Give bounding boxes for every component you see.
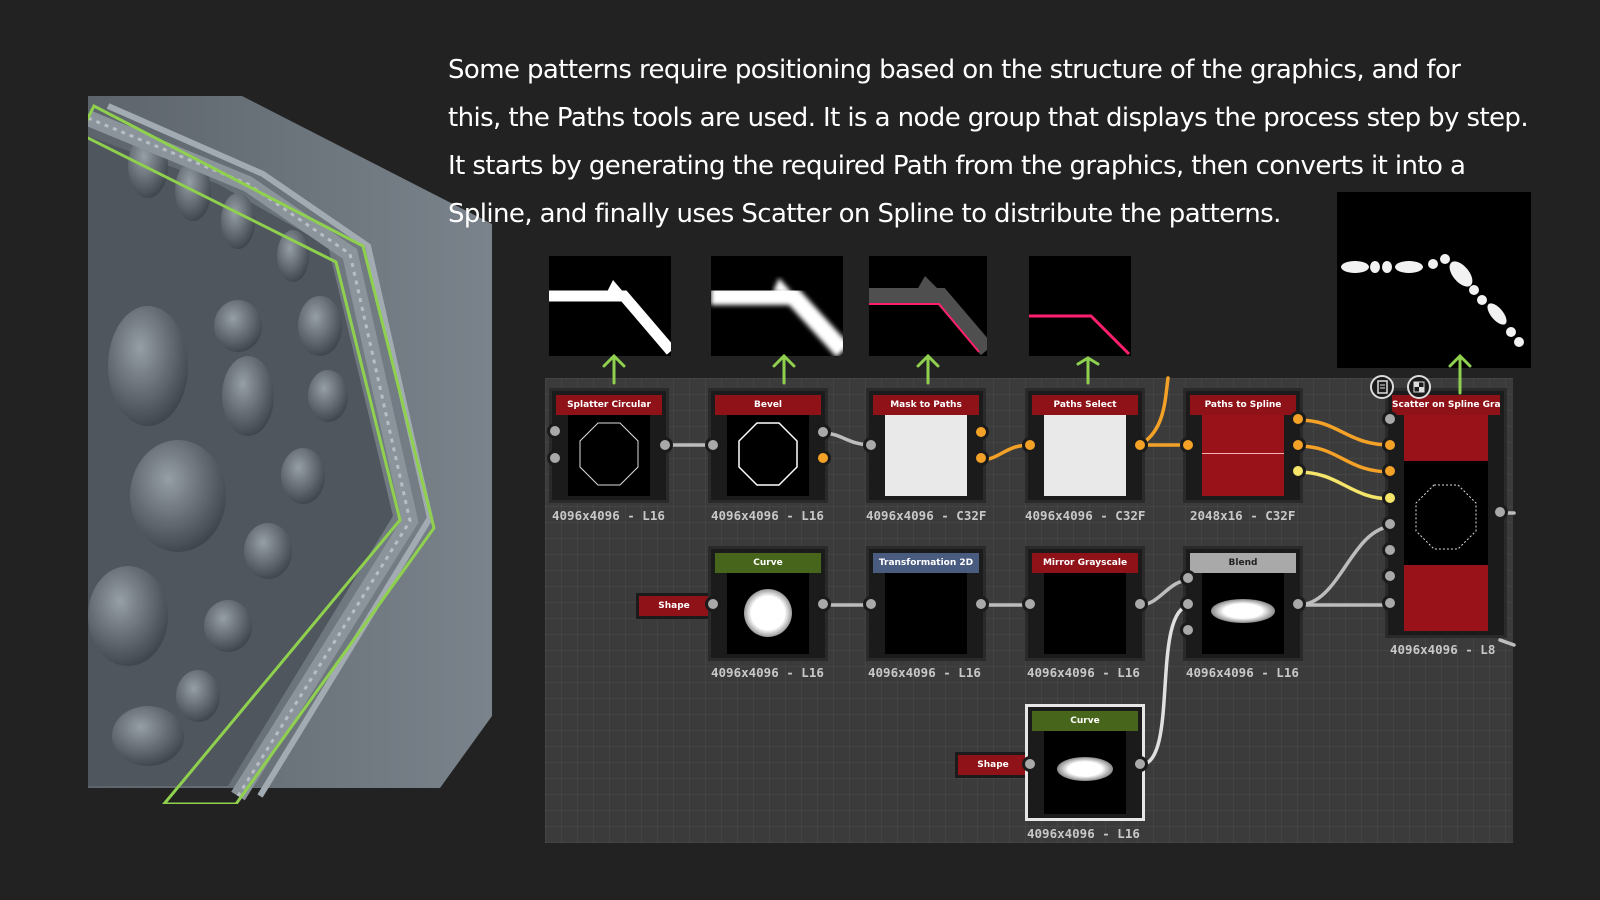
description-line-4: Spline, and finally uses Scatter on Spli… <box>448 199 1281 229</box>
node-blend[interactable]: Blend <box>1183 546 1303 661</box>
node-resolution: 4096x4096 - L16 <box>1027 826 1140 841</box>
input-port[interactable] <box>1382 516 1398 532</box>
node-resolution: 4096x4096 - L16 <box>552 508 665 523</box>
input-port[interactable] <box>1022 596 1038 612</box>
node-thumbnail <box>1044 415 1126 496</box>
input-port[interactable] <box>1180 622 1196 638</box>
output-port[interactable] <box>1290 437 1306 453</box>
node-thumbnail <box>1202 573 1284 654</box>
description-line-1: Some patterns require positioning based … <box>448 55 1461 85</box>
node-paths-select[interactable]: Paths Select <box>1025 388 1145 503</box>
output-port[interactable] <box>815 596 831 612</box>
node-title: Bevel <box>715 395 821 415</box>
node-thumbnail <box>568 415 650 496</box>
node-mask-to-paths[interactable]: Mask to Paths <box>866 388 986 503</box>
preview-paths-select <box>1029 256 1131 356</box>
node-title: Paths to Spline <box>1190 395 1296 415</box>
node-thumbnail <box>1044 731 1126 814</box>
output-port[interactable] <box>1290 411 1306 427</box>
node-transformation-2d[interactable]: Transformation 2D <box>866 546 986 661</box>
node-thumbnail <box>1202 415 1284 496</box>
node-resolution: 4096x4096 - L8 <box>1390 642 1496 657</box>
input-port[interactable] <box>1382 490 1398 506</box>
input-port[interactable] <box>705 596 721 612</box>
input-port[interactable] <box>1382 595 1398 611</box>
output-port[interactable] <box>1290 596 1306 612</box>
node-resolution: 4096x4096 - L16 <box>711 508 824 523</box>
input-port[interactable] <box>1382 411 1398 427</box>
input-port[interactable] <box>1382 542 1398 558</box>
input-port[interactable] <box>1180 596 1196 612</box>
input-port[interactable] <box>547 423 563 439</box>
node-resolution: 2048x16 - C32F <box>1190 508 1296 523</box>
shape-input-tag[interactable]: Shape <box>636 593 712 619</box>
node-curve[interactable]: Curve <box>708 546 828 661</box>
input-port[interactable] <box>1382 568 1398 584</box>
output-port[interactable] <box>973 450 989 466</box>
node-title: Transformation 2D <box>873 553 979 573</box>
input-port[interactable] <box>1022 756 1038 772</box>
output-port[interactable] <box>1132 437 1148 453</box>
input-port[interactable] <box>1180 570 1196 586</box>
description-text: Some patterns require positioning based … <box>448 46 1578 238</box>
output-port[interactable] <box>973 424 989 440</box>
node-resolution: 4096x4096 - L16 <box>868 665 981 680</box>
node-thumbnail <box>727 415 809 496</box>
output-port[interactable] <box>1492 504 1508 520</box>
input-port[interactable] <box>547 450 563 466</box>
input-port[interactable] <box>1022 437 1038 453</box>
node-title: Splatter Circular <box>556 395 662 415</box>
output-port[interactable] <box>973 596 989 612</box>
node-thumbnail <box>1044 573 1126 654</box>
description-line-2: this, the Paths tools are used. It is a … <box>448 103 1529 133</box>
node-scatter-on-spline[interactable]: Scatter on Spline Grays... <box>1385 388 1507 638</box>
output-port[interactable] <box>1132 596 1148 612</box>
node-splatter-circular[interactable]: Splatter Circular <box>549 388 669 503</box>
node-title: Blend <box>1190 553 1296 573</box>
node-thumbnail <box>885 415 967 496</box>
input-port[interactable] <box>1180 437 1196 453</box>
output-port[interactable] <box>1132 756 1148 772</box>
node-thumbnail <box>1404 415 1488 631</box>
node-resolution: 4096x4096 - C32F <box>1025 508 1146 523</box>
output-port[interactable] <box>815 424 831 440</box>
node-title: Paths Select <box>1032 395 1138 415</box>
document-icon[interactable] <box>1370 375 1394 399</box>
node-thumbnail <box>727 573 809 654</box>
output-port[interactable] <box>657 437 673 453</box>
node-resolution: 4096x4096 - C32F <box>866 508 987 523</box>
description-line-3: It starts by generating the required Pat… <box>448 151 1466 181</box>
node-resolution: 4096x4096 - L16 <box>1027 665 1140 680</box>
input-port[interactable] <box>705 437 721 453</box>
output-port[interactable] <box>1290 463 1306 479</box>
node-bevel[interactable]: Bevel <box>708 388 828 503</box>
input-port[interactable] <box>863 596 879 612</box>
input-port[interactable] <box>1382 437 1398 453</box>
node-resolution: 4096x4096 - L16 <box>1186 665 1299 680</box>
node-mirror-grayscale[interactable]: Mirror Grayscale <box>1025 546 1145 661</box>
input-port[interactable] <box>1382 463 1398 479</box>
node-paths-to-spline[interactable]: Paths to Spline <box>1183 388 1303 503</box>
node-title: Scatter on Spline Grays... <box>1392 395 1500 415</box>
node-title: Curve <box>715 553 821 573</box>
checker-icon[interactable] <box>1407 375 1431 399</box>
preview-mask-to-paths <box>869 256 987 356</box>
node-resolution: 4096x4096 - L16 <box>711 665 824 680</box>
preview-splatter-circular <box>549 256 671 356</box>
output-port[interactable] <box>815 450 831 466</box>
input-port[interactable] <box>863 437 879 453</box>
preview-scatter-on-spline <box>1337 192 1531 368</box>
node-thumbnail <box>885 573 967 654</box>
node-title: Mirror Grayscale <box>1032 553 1138 573</box>
node-curve-2[interactable]: Curve <box>1025 704 1145 821</box>
node-title: Mask to Paths <box>873 395 979 415</box>
shape-input-tag[interactable]: Shape <box>955 752 1031 778</box>
preview-bevel <box>711 256 843 356</box>
node-title: Curve <box>1032 711 1138 731</box>
ornament-3d-render <box>88 96 492 804</box>
